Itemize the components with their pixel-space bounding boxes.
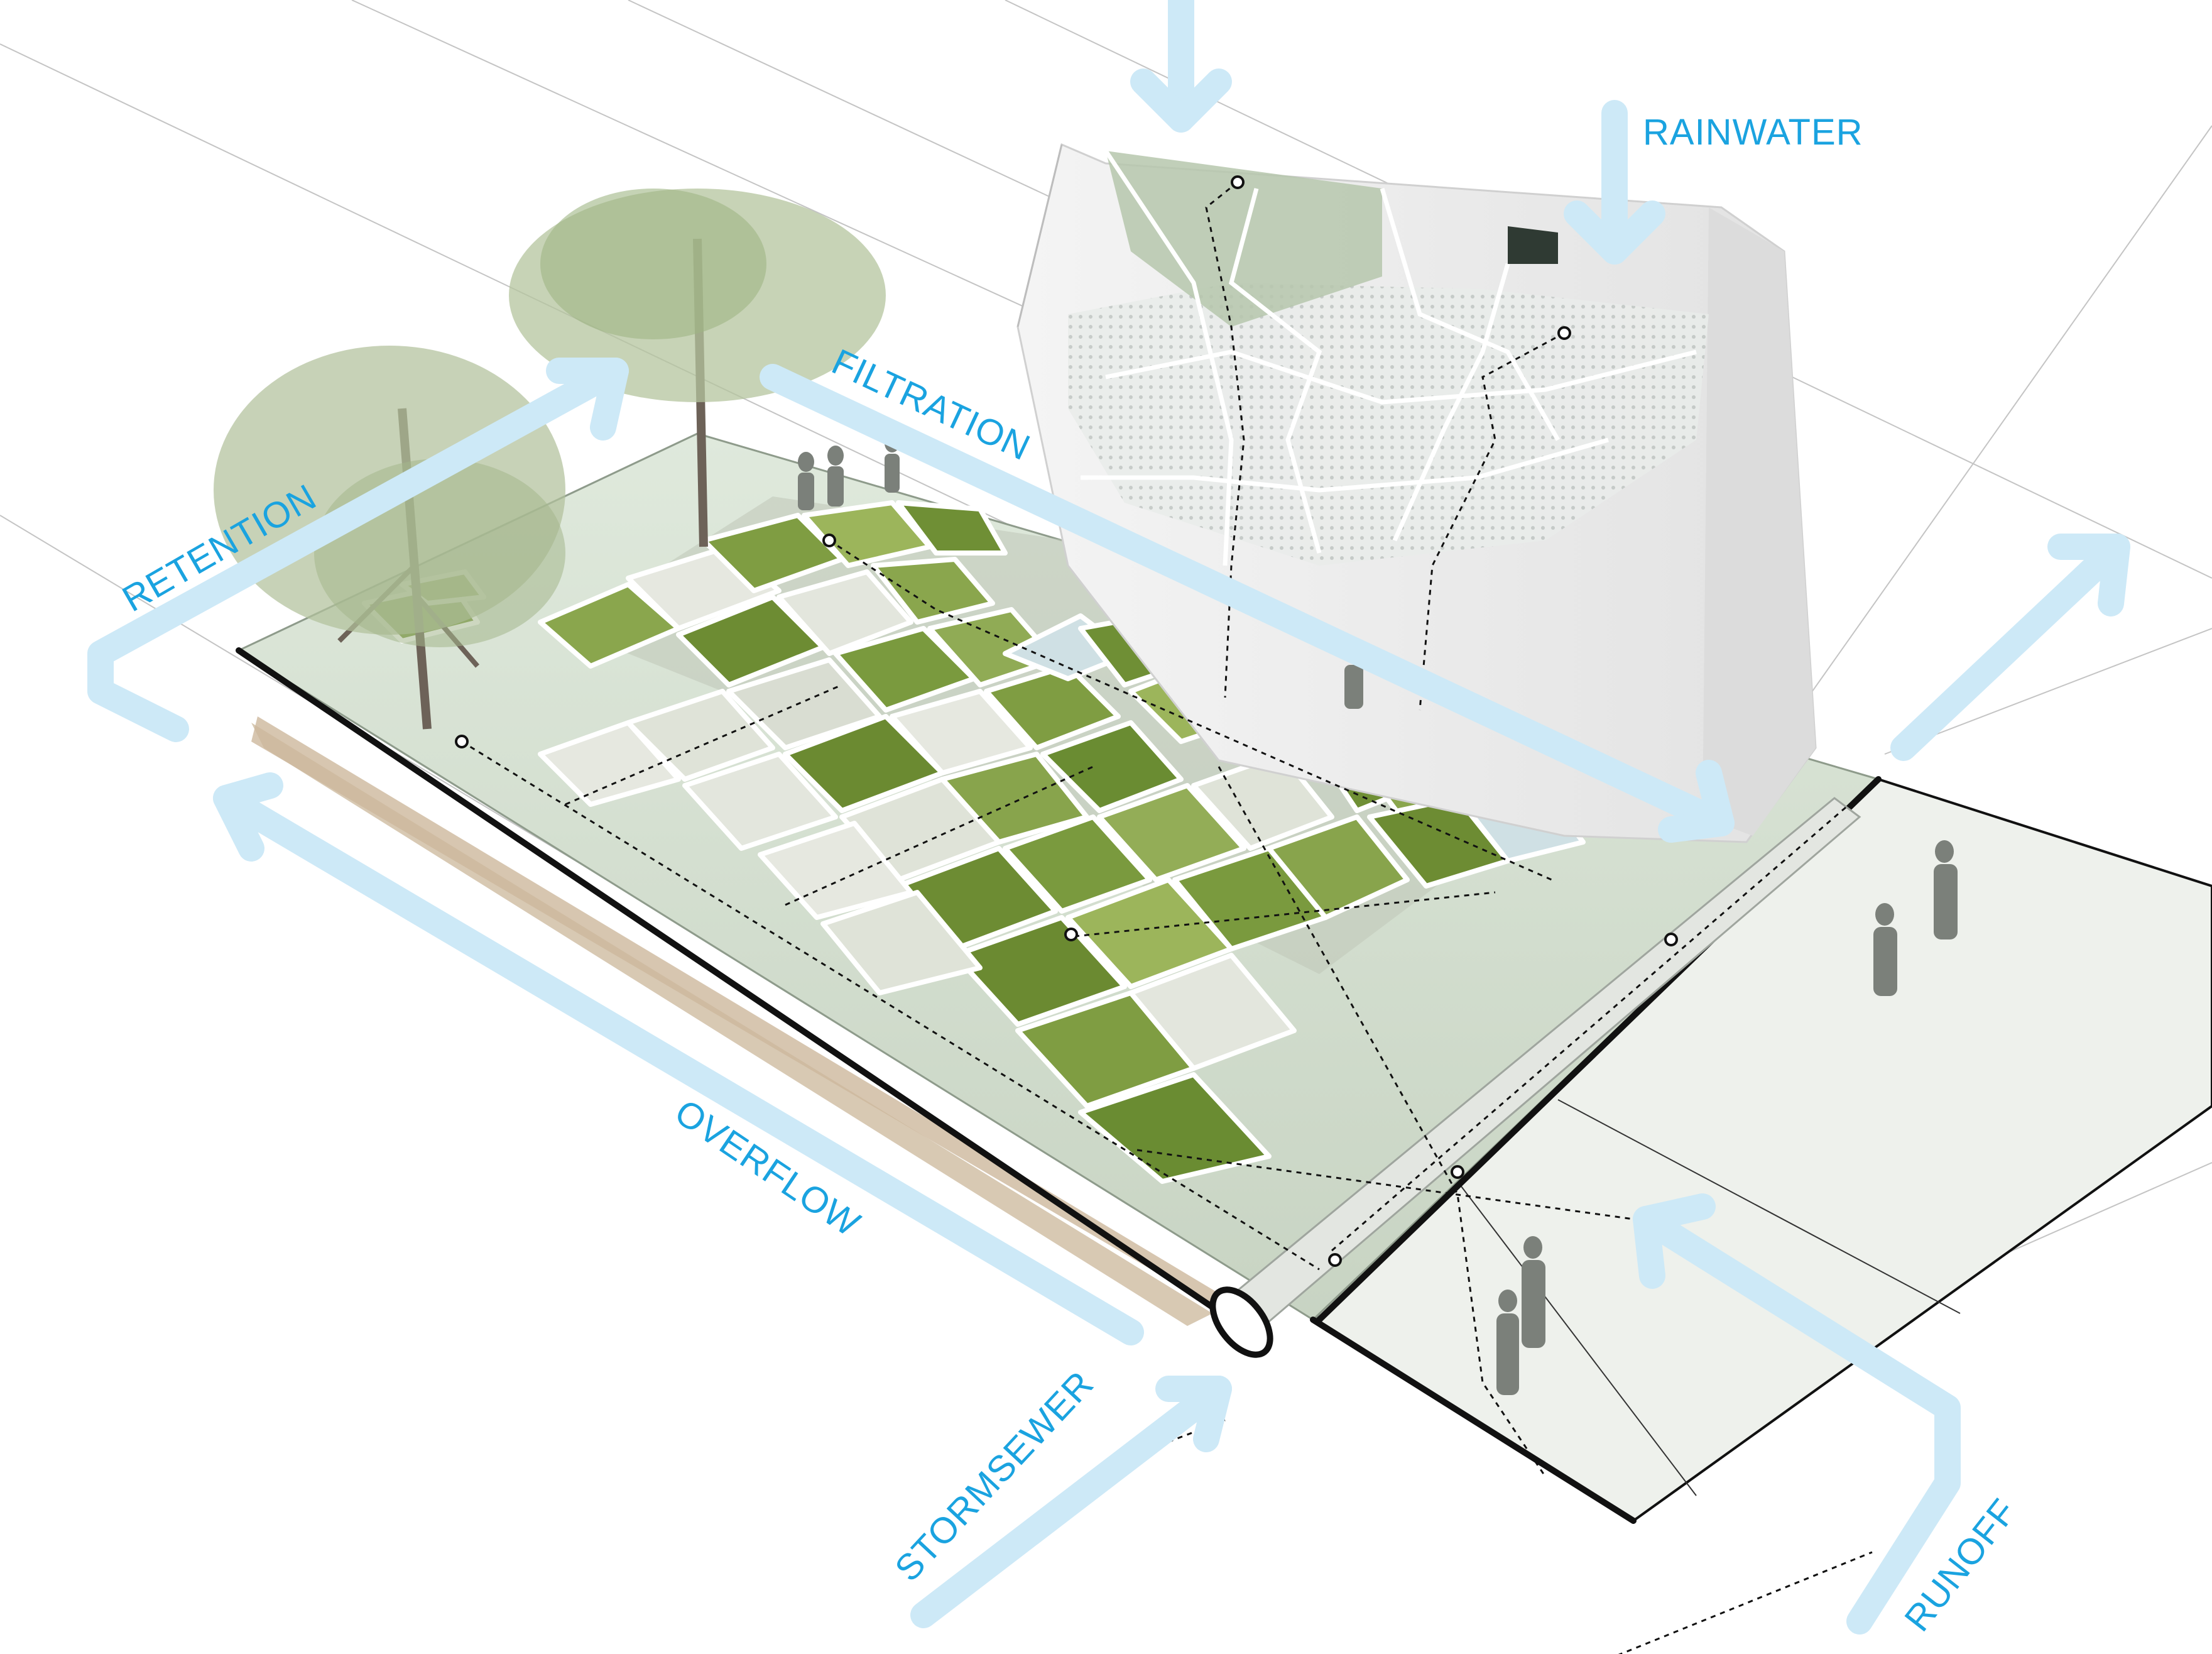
- filtration-arrow: [760, 364, 1735, 836]
- roof-opening: [1508, 226, 1558, 264]
- overflow-arrow: [213, 785, 1144, 1345]
- people: [798, 434, 1958, 1395]
- facade-frame: [1081, 150, 1697, 566]
- stormsewer-arrow: [910, 1376, 1232, 1628]
- building: [1016, 143, 1817, 843]
- label-rainwater: RAINWATER: [1643, 112, 1863, 153]
- sidewalk-joint-2: [1457, 1181, 1697, 1496]
- soil-band: [251, 716, 1231, 1317]
- sidewalk-joint: [1557, 1099, 1961, 1314]
- retention-arrow: [87, 358, 629, 742]
- flow-nodes: [455, 175, 1678, 1267]
- flow-arrows: [87, 0, 2130, 1635]
- outflow-arrow: [1890, 534, 2130, 761]
- runoff-arrow: [1633, 1206, 1961, 1635]
- arrow-heads: [213, 68, 2130, 1452]
- stormsewer-pipe: [1209, 797, 1861, 1358]
